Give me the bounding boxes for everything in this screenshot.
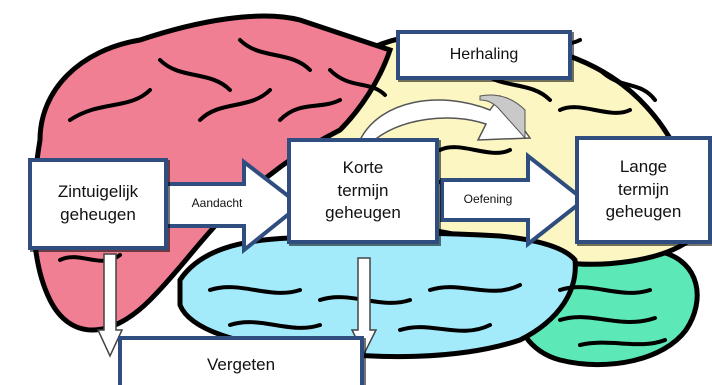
long-term-memory-box: Lange termijn geheugen: [575, 136, 712, 244]
aandacht-label: Aandacht: [172, 196, 262, 210]
vergeten-box: Vergeten: [118, 336, 364, 385]
herhaling-box: Herhaling: [396, 30, 572, 80]
short-term-memory-box: Korte termijn geheugen: [287, 138, 439, 244]
sensory-memory-box: Zintuigelijk geheugen: [28, 158, 168, 250]
oefening-label: Oefening: [448, 192, 528, 206]
